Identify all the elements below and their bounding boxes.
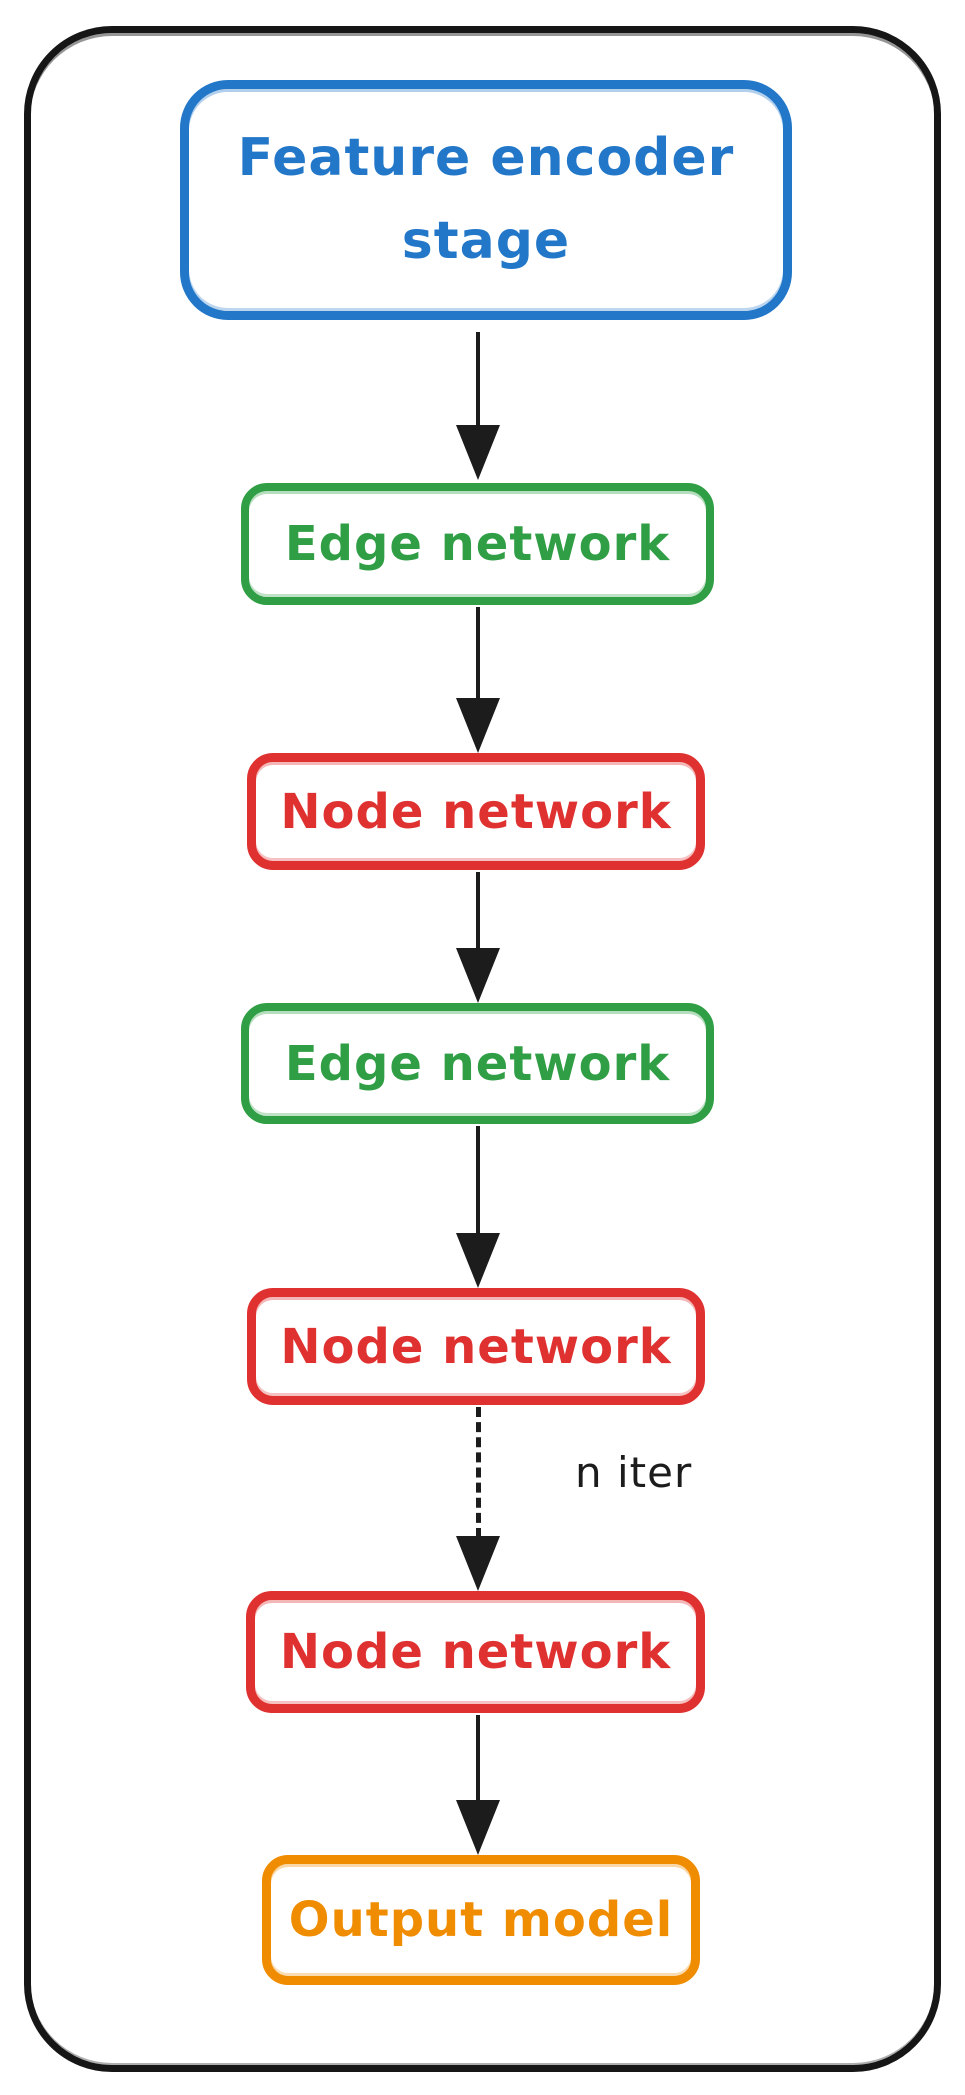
arrow-down-icon [456,425,500,480]
node-edge-network-2: Edge network [241,1003,714,1124]
arrow-down-icon [456,1536,500,1591]
iteration-annotation: n iter [575,1448,693,1497]
node-label: Edge network [284,516,671,572]
node-label: Node network [280,1318,672,1375]
arrow-shaft [476,872,480,950]
node-label: Output model [288,1892,674,1948]
node-node-network-3: Node network [246,1591,705,1713]
node-node-network-2: Node network [247,1288,705,1405]
node-feature-encoder-stage: Feature encoder stage [180,80,792,320]
node-label-line: Feature encoder [237,127,735,188]
arrow-down-icon [456,1800,500,1855]
dashed-arrow-shaft [476,1407,481,1538]
arrow-shaft [476,332,480,427]
arrow-shaft [476,607,480,700]
node-label: Edge network [284,1035,671,1092]
arrow-shaft [476,1126,480,1235]
node-label: Node network [280,783,672,840]
node-label: Node network [279,1624,672,1680]
node-edge-network-1: Edge network [241,483,714,605]
arrow-down-icon [456,1233,500,1288]
outer-frame [24,26,941,2072]
arrow-down-icon [456,948,500,1003]
arrow-shaft [476,1715,480,1802]
arrow-down-icon [456,698,500,753]
node-node-network-1: Node network [247,753,705,870]
node-label-line: stage [401,211,571,271]
node-output-model: Output model [262,1855,700,1985]
